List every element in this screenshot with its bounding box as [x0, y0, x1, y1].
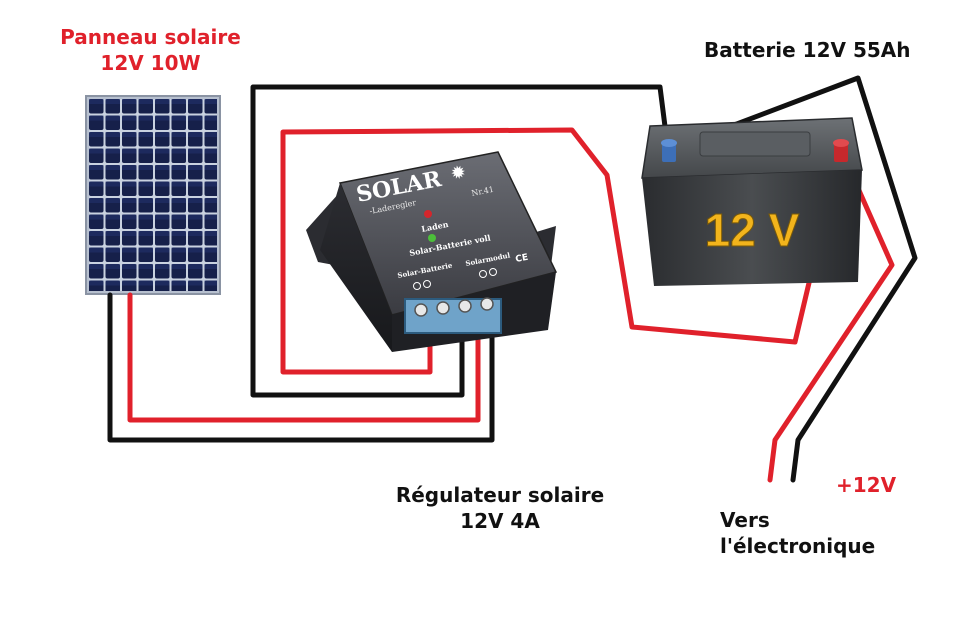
regulator-model: Nr.41 [471, 185, 495, 198]
regulator-label: Régulateur solaire 12V 4A [392, 482, 608, 534]
output-label-line2: l'électronique [720, 534, 876, 558]
ce-mark: CE [515, 253, 529, 265]
regulator-label-line2: 12V 4A [460, 509, 540, 533]
terminal-block [404, 297, 502, 334]
plus-minus-icon [413, 282, 421, 290]
plus12-label: +12V [836, 473, 897, 497]
led-charge [424, 210, 432, 218]
output-label: Vers l'électronique [720, 507, 875, 559]
battery-voltage: 12 V [705, 204, 800, 256]
battery-negative-terminal [661, 139, 677, 162]
plus-minus-icon [423, 280, 431, 288]
panel-label-line1: Panneau solaire [60, 25, 241, 49]
plus-minus-icon [479, 270, 487, 278]
wire-battery-negative [250, 84, 671, 398]
solar-panel [85, 95, 221, 295]
wires [107, 75, 918, 483]
wire-output-positive [767, 149, 895, 483]
wire-output-negative [665, 75, 918, 483]
output-label-line1: Vers [720, 508, 770, 532]
battery-label: Batterie 12V 55Ah [704, 38, 911, 62]
led-full [428, 234, 436, 242]
plus-minus-icon [489, 268, 497, 276]
panel-label: Panneau solaire 12V 10W [58, 24, 243, 76]
battery: 12 V [641, 117, 863, 286]
regulator-label-line1: Régulateur solaire [395, 483, 605, 507]
panel-label-line2: 12V 10W [100, 51, 201, 75]
wire-panel-negative [107, 292, 495, 443]
sun-icon: ✹ [449, 161, 468, 184]
wire-battery-positive [280, 127, 843, 375]
battery-positive-terminal [833, 139, 849, 162]
solar-regulator: SOLAR ✹ -Laderegler Nr.41 Laden Solar-Ba… [306, 151, 558, 352]
wire-panel-positive [127, 292, 481, 423]
